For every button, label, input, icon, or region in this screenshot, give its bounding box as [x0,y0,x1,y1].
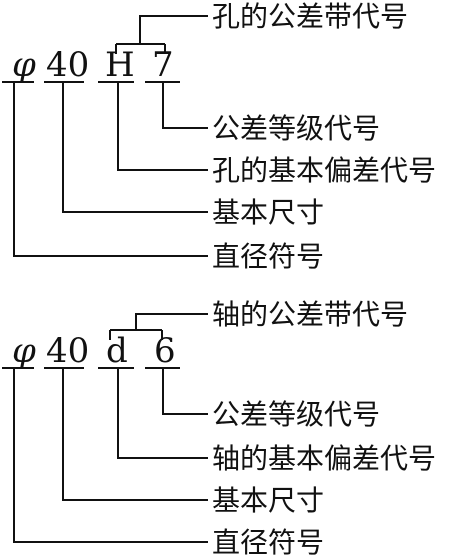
shaft-size-leader [62,368,208,501]
hole-grade-number: 7 [152,45,174,85]
shaft-grade-code-label: 公差等级代号 [212,398,380,431]
hole-phi-symbol: φ [12,45,36,85]
shaft-grade-leader [162,368,208,415]
hole-deviation-letter: H [105,45,135,85]
hole-diameter-symbol-label: 直径符号 [212,240,324,273]
shaft-designation: φ 40 d 6 轴的公差带代号 公差等级代号 轴的基本偏差代号 基本尺寸 直径… [2,298,436,556]
hole-tolerance-zone-label: 孔的公差带代号 [212,0,408,33]
shaft-tolerance-leader [135,313,208,330]
shaft-deviation-leader [117,368,208,459]
hole-basic-size-label: 基本尺寸 [212,196,324,229]
shaft-basic-size-value: 40 [46,331,89,371]
shaft-diameter-symbol-label: 直径符号 [212,526,324,556]
hole-designation: φ 40 H 7 孔的公差带代号 公差等级代号 孔的基本偏差代号 基本尺寸 直径… [2,0,436,273]
hole-deviation-leader [117,82,208,171]
hole-grade-code-label: 公差等级代号 [212,112,380,145]
hole-tolerance-leader [139,15,208,44]
hole-size-leader [62,82,208,213]
shaft-tolerance-zone-label: 轴的公差带代号 [212,298,408,331]
shaft-deviation-code-label: 轴的基本偏差代号 [212,442,436,475]
shaft-phi-leader [13,368,208,543]
shaft-basic-size-label: 基本尺寸 [212,484,324,517]
shaft-grade-number: 6 [154,331,176,371]
shaft-phi-symbol: φ [12,331,36,371]
shaft-deviation-letter: d [106,331,128,371]
hole-basic-size-value: 40 [46,45,89,85]
hole-phi-leader [13,82,208,257]
hole-grade-leader [162,82,208,129]
hole-deviation-code-label: 孔的基本偏差代号 [212,154,436,187]
